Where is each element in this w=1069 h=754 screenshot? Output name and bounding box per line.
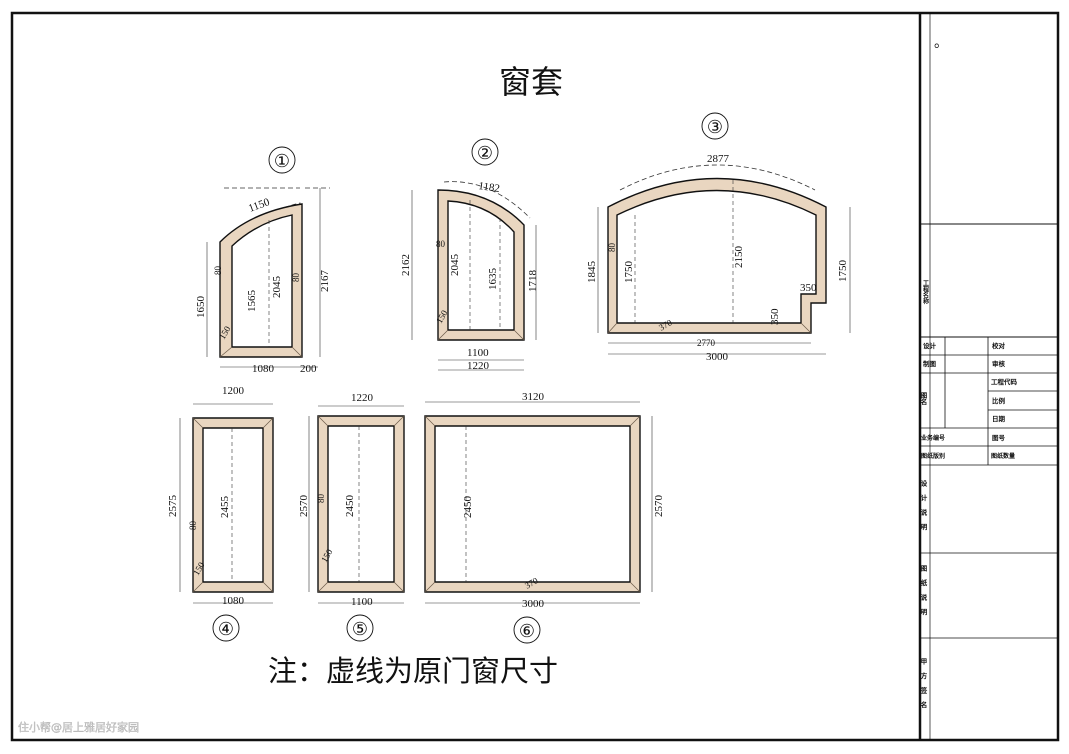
svg-text:2455: 2455 [219, 496, 231, 519]
tb-project-name: 工程名称 [922, 280, 930, 305]
svg-text:80: 80 [213, 266, 223, 276]
svg-text:80: 80 [291, 273, 301, 283]
svg-text:2770: 2770 [697, 338, 716, 348]
svg-text:2450: 2450 [462, 496, 474, 519]
tb-drawing: 制图 [923, 359, 937, 368]
svg-text:350: 350 [800, 282, 817, 294]
svg-text:1080: 1080 [222, 595, 245, 607]
tb-drawing-version: 图纸版别 [921, 452, 945, 460]
svg-text:2877: 2877 [707, 153, 730, 165]
tb-design-notes: 设计说明 [919, 479, 927, 538]
title-block: 。 工程名称 设计 校对 制图 审核 图名 工程代码 比例 日期 业务编号 图号… [919, 36, 1058, 716]
svg-text:1750: 1750 [837, 260, 849, 283]
window-5: 1220 2570 2450 1100 80 150 ⑤ [298, 392, 405, 642]
window-2-label: ② [477, 143, 493, 163]
note-text: 注：虚线为原门窗尺寸 [268, 655, 558, 688]
svg-text:3000: 3000 [522, 598, 545, 610]
svg-text:80: 80 [188, 521, 198, 531]
svg-text:1750: 1750 [623, 261, 635, 284]
svg-text:3000: 3000 [706, 351, 729, 363]
svg-text:1650: 1650 [195, 296, 207, 319]
svg-text:2575: 2575 [167, 495, 179, 518]
svg-text:1635: 1635 [487, 268, 499, 291]
corner-mark: 。 [934, 36, 948, 51]
window-4: 1200 2575 2455 1080 80 150 ④ [167, 385, 274, 642]
tb-business-no: 业务编号 [921, 434, 945, 442]
svg-text:2162: 2162 [400, 254, 412, 276]
window-5-label: ⑤ [352, 619, 368, 639]
tb-date: 日期 [992, 414, 1006, 423]
svg-text:2045: 2045 [449, 254, 461, 277]
sheet-border [10, 11, 1060, 742]
svg-text:1200: 1200 [222, 385, 245, 397]
tb-check: 校对 [992, 341, 1006, 350]
svg-text:3120: 3120 [522, 391, 545, 403]
svg-text:1182: 1182 [478, 180, 501, 195]
window-3: ③ 2877 1845 1750 2150 1750 350 350 2770 … [586, 112, 851, 363]
tb-scale: 比例 [992, 396, 1006, 405]
svg-text:2570: 2570 [653, 495, 665, 518]
svg-text:1220: 1220 [351, 392, 374, 404]
svg-text:350: 350 [769, 308, 781, 325]
svg-text:200: 200 [300, 363, 317, 375]
svg-text:1080: 1080 [252, 363, 275, 375]
tb-drawing-notes: 图纸说明 [919, 564, 927, 623]
svg-text:1220: 1220 [467, 360, 490, 372]
window-2: ② 1182 2162 2045 1635 1718 1100 1220 80 … [400, 138, 539, 372]
svg-text:1845: 1845 [586, 261, 598, 284]
window-1-label: ① [274, 151, 290, 171]
window-1: ① 1150 1650 1565 2045 2167 1080 200 80 8… [195, 146, 331, 375]
svg-text:2450: 2450 [344, 495, 356, 518]
tb-drawing-no: 图号 [992, 433, 1006, 442]
svg-text:80: 80 [316, 494, 326, 504]
svg-text:2045: 2045 [271, 276, 283, 299]
tb-sign: 甲方签名 [919, 658, 928, 716]
svg-text:2570: 2570 [298, 495, 310, 518]
svg-text:2150: 2150 [733, 246, 745, 269]
svg-text:1100: 1100 [351, 596, 373, 608]
tb-project-code: 工程代码 [991, 377, 1018, 386]
tb-review: 审核 [992, 359, 1006, 368]
svg-text:2167: 2167 [319, 270, 331, 293]
watermark: 住小帮@居上雅居好家园 [18, 720, 139, 734]
svg-text:1565: 1565 [246, 290, 258, 313]
window-4-label: ④ [218, 619, 234, 639]
svg-text:80: 80 [607, 243, 617, 253]
window-3-label: ③ [707, 117, 723, 137]
window-6: 3120 2450 2570 3000 370 ⑥ [424, 391, 665, 644]
svg-text:1100: 1100 [467, 347, 489, 359]
svg-text:1718: 1718 [527, 270, 539, 293]
tb-design: 设计 [923, 341, 937, 350]
tb-drawing-name: 图名 [919, 391, 927, 407]
page-title: 窗套 [499, 64, 563, 100]
svg-text:80: 80 [436, 239, 446, 249]
tb-drawing-count: 图纸数量 [991, 452, 1015, 460]
window-6-label: ⑥ [519, 621, 535, 641]
